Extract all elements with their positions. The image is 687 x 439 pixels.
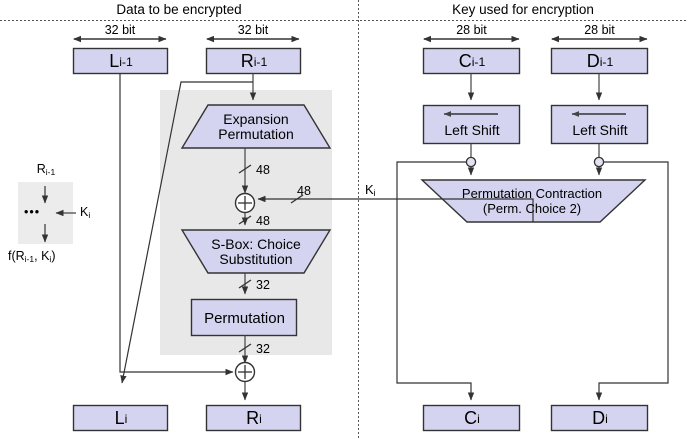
block-r-prev — [205, 47, 302, 75]
junction-dot-d — [593, 156, 605, 168]
wire-rprev-to-lnext — [120, 81, 253, 384]
block-c-next — [422, 404, 521, 432]
wire-label-perm-out: 32 — [256, 342, 270, 356]
legend-label-dots: ••• — [24, 205, 41, 219]
junction-dot-c — [465, 156, 477, 168]
bit-label-l: 32 bit — [104, 23, 136, 37]
legend-label-output: f(Ri-1, Ki) — [8, 249, 56, 265]
wire-label-subkey: Ki — [365, 182, 376, 199]
block-r-next — [205, 404, 302, 432]
wire-bypass-c — [396, 161, 475, 401]
wire-label-exp-out: 48 — [256, 163, 270, 177]
wire-label-key-in: 48 — [297, 184, 311, 198]
block-d-prev — [550, 47, 649, 75]
block-l-prev — [72, 47, 169, 75]
block-left-shift-1 — [422, 104, 521, 145]
wire-label-sbox-out: 32 — [256, 278, 270, 292]
block-left-shift-2 — [550, 104, 649, 145]
block-l-next — [72, 404, 169, 432]
title-left: Data to be encrypted — [116, 2, 242, 17]
bit-label-r: 32 bit — [237, 23, 269, 37]
block-d-next — [550, 404, 649, 432]
legend-label-key: Ki — [80, 205, 91, 221]
xor-gate-2 — [234, 361, 256, 383]
block-expansion-permutation — [180, 104, 332, 149]
wire-bypass-d — [595, 161, 669, 401]
bit-label-d: 28 bit — [584, 23, 615, 37]
block-permutation — [190, 298, 298, 337]
block-c-prev — [422, 47, 521, 75]
block-sbox — [180, 229, 332, 274]
wire-lprev-to-xor2 — [119, 73, 234, 376]
bit-label-c: 28 bit — [456, 23, 487, 37]
legend-label-input: Ri-1 — [36, 162, 56, 178]
bitwidth-slashes — [238, 164, 304, 353]
title-right: Key used for encryption — [452, 2, 594, 17]
wire-label-xor-out: 48 — [256, 214, 270, 228]
wire-subkey-to-xor — [257, 195, 534, 222]
xor-gate-1 — [234, 192, 256, 214]
